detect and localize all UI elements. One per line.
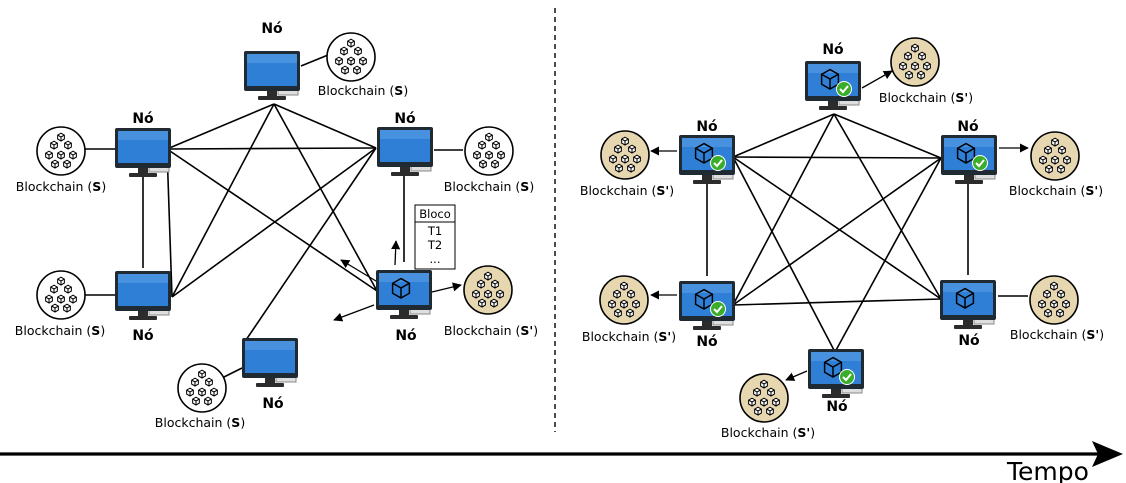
network-link [732, 156, 836, 353]
cube-icon [956, 142, 976, 164]
left-panel: Blockchain (S) Blockchain (S) Blockchain (… [15, 21, 538, 430]
network-link [732, 298, 942, 306]
node-label: Nó [262, 396, 284, 412]
network-link [732, 156, 942, 300]
network-link [166, 103, 275, 150]
network-link [171, 103, 275, 298]
blockchain-label: Blockchain (S) [318, 83, 408, 98]
node-label: Nó [957, 119, 979, 135]
network-link [171, 147, 377, 298]
cube-icon [694, 288, 714, 310]
cube-icon [823, 356, 843, 378]
node-label: Nó [132, 328, 154, 344]
blockchain-ledger-icon [36, 270, 86, 320]
network-link [732, 157, 942, 306]
blockchain-label: Blockchain (S') [580, 183, 674, 198]
network-link [833, 113, 942, 159]
node-label: Nó [822, 42, 844, 58]
node-label: Nó [395, 328, 417, 344]
cube-icon [955, 287, 975, 309]
block-title: Bloco [419, 207, 450, 221]
node-label: Nó [394, 111, 416, 127]
computer-node-icon [244, 51, 300, 100]
update-arrow [785, 370, 808, 381]
check-icon [710, 155, 726, 171]
timeline-label: Tempo [1006, 457, 1089, 483]
blockchain-ledger-icon [739, 373, 789, 423]
cube-icon [820, 68, 840, 90]
network-link [732, 113, 835, 158]
blockchain-label: Blockchain (S') [444, 323, 538, 338]
ledger-link [300, 54, 329, 67]
network-link [245, 147, 377, 341]
blockchain-ledger-icon [177, 363, 227, 413]
computer-node-icon [376, 270, 432, 319]
computer-node-icon [242, 338, 298, 387]
blockchain-label: Blockchain (S') [1010, 327, 1104, 342]
network-link [166, 147, 377, 150]
computer-node-icon [115, 128, 171, 177]
network-link [834, 157, 942, 353]
update-arrow [861, 70, 893, 89]
right-panel: Blockchain (S') Blockchain (S') Blockchain… [580, 37, 1104, 440]
computer-node-icon [679, 281, 735, 330]
network-link [166, 148, 173, 298]
node-label: Nó [132, 111, 154, 127]
blockchain-label: Blockchain (S) [15, 323, 105, 338]
blockchain-label: Blockchain (S') [721, 425, 815, 440]
blockchain-ledger-icon [1029, 275, 1079, 325]
blockchain-ledger-icon [36, 126, 86, 176]
node-label: Nó [958, 333, 980, 349]
check-icon [839, 369, 855, 385]
block-transaction: T2 [427, 238, 442, 252]
blockchain-ledger-icon [464, 126, 514, 176]
broadcast-arrow [431, 282, 462, 293]
blockchain-label: Blockchain (S') [879, 90, 973, 105]
blockchain-label: Blockchain (S) [444, 179, 534, 194]
check-icon [836, 81, 852, 97]
network-link [732, 113, 835, 306]
blockchain-ledger-icon [600, 130, 650, 180]
node-label: Nó [696, 334, 718, 350]
network-link [273, 103, 378, 292]
blockchain-ledger-icon [890, 37, 940, 87]
blockchain-label: Blockchain (S') [582, 329, 676, 344]
block-box: BlocoT1T2... [414, 204, 456, 270]
node-label: Nó [261, 21, 283, 37]
check-icon [710, 301, 726, 317]
network-link [273, 103, 377, 149]
check-icon [972, 155, 988, 171]
cube-icon [694, 142, 714, 164]
cube-icon [391, 277, 411, 299]
computer-node-icon [940, 280, 996, 329]
computer-node-icon [377, 127, 433, 176]
broadcast-arrow [340, 259, 382, 285]
computer-node-icon [679, 135, 735, 184]
timeline-arrowhead [1092, 441, 1123, 467]
node-label: Nó [696, 119, 718, 135]
blockchain-label: Blockchain (S') [1009, 183, 1103, 198]
broadcast-arrow [333, 304, 375, 322]
broadcast-arrow [391, 240, 401, 266]
blockchain-label: Blockchain (S) [155, 415, 245, 430]
block-transaction: ... [430, 252, 441, 266]
computer-node-icon [115, 271, 171, 320]
ledger-link [221, 367, 243, 379]
blockchain-ledger-icon [326, 32, 376, 82]
network-link [833, 113, 942, 300]
computer-node-icon [808, 349, 864, 398]
computer-node-icon [941, 135, 997, 184]
blockchain-ledger-icon [463, 265, 513, 315]
blockchain-ledger-icon [599, 275, 649, 325]
block-transaction: T1 [427, 224, 442, 238]
network-link [732, 156, 942, 159]
node-label: Nó [826, 399, 848, 415]
blockchain-label: Blockchain (S) [16, 179, 106, 194]
blockchain-ledger-icon [1030, 131, 1080, 181]
computer-node-icon [805, 61, 861, 110]
timeline: Tempo [0, 441, 1123, 483]
